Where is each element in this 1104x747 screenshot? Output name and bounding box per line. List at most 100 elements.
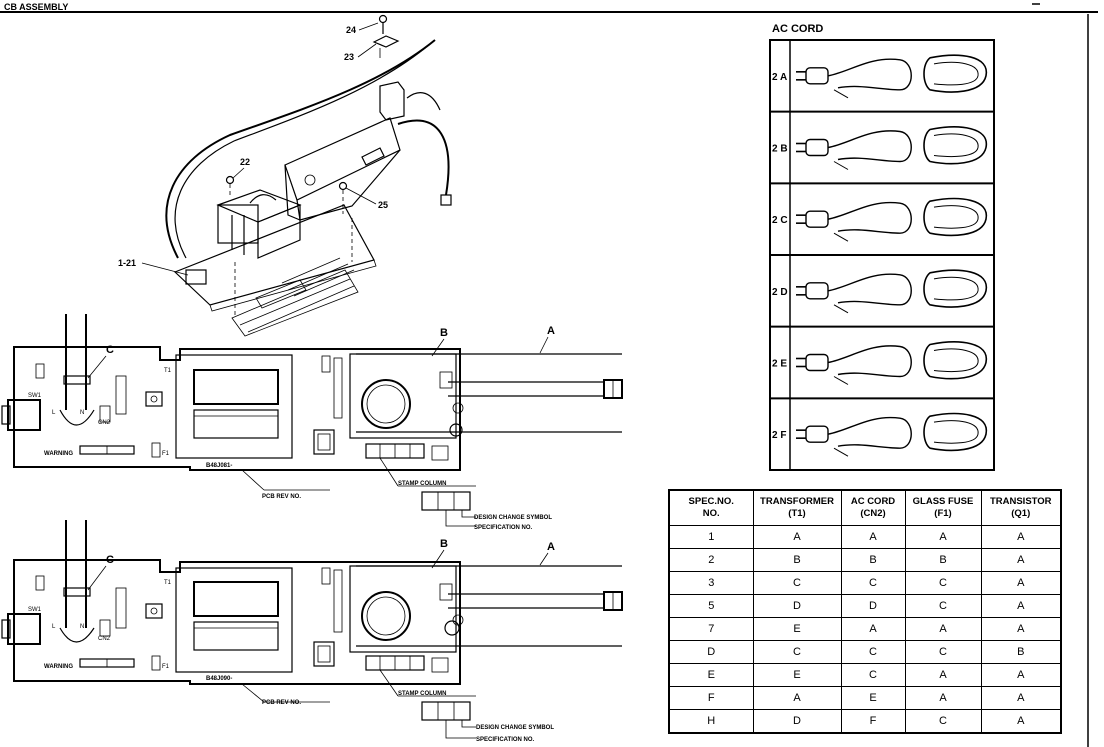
- table-cell: C: [840, 640, 906, 664]
- svg-text:1-21: 1-21: [118, 258, 136, 268]
- plug-icon: [805, 138, 829, 157]
- svg-text:SPECIFICATION NO.: SPECIFICATION NO.: [476, 737, 535, 743]
- table-cell: 1: [668, 525, 754, 549]
- svg-text:PCB REV NO.: PCB REV NO.: [262, 494, 301, 500]
- page-title: CB ASSEMBLY: [4, 2, 68, 12]
- svg-text:CN2: CN2: [98, 420, 111, 426]
- plug-icon: [805, 282, 829, 300]
- svg-text:CN2: CN2: [98, 636, 111, 642]
- ac-cord-label: 2 F: [772, 430, 786, 441]
- svg-text:DESIGN CHANGE SYMBOL: DESIGN CHANGE SYMBOL: [474, 515, 552, 521]
- table-cell: B: [980, 640, 1062, 664]
- ac-cord-label: 2 A: [772, 72, 787, 83]
- table-cell: A: [840, 617, 906, 641]
- svg-text:T1: T1: [164, 368, 172, 374]
- svg-text:22: 22: [240, 157, 250, 167]
- spec-table: SPEC.NO.NO. TRANSFORMER(T1) AC CORD(CN2)…: [668, 489, 1062, 734]
- table-cell: A: [904, 686, 982, 710]
- table-cell: B: [840, 548, 906, 572]
- plug-icon: [805, 210, 829, 228]
- ac-cord-row: 2 C: [770, 182, 994, 255]
- ac-cord-row: 2 F: [770, 397, 994, 470]
- table-cell: E: [752, 617, 842, 641]
- table-cell: A: [752, 525, 842, 549]
- table-cell: C: [904, 640, 982, 664]
- ac-cord-title: AC CORD: [772, 23, 823, 35]
- ac-cord-label: 2 C: [772, 215, 788, 226]
- svg-text:B: B: [440, 327, 448, 339]
- table-cell: 2: [668, 548, 754, 572]
- pcb-view-2: SW1 CN2 N L F1 WARNING T1: [1, 520, 623, 743]
- table-cell: A: [980, 548, 1062, 572]
- ac-cord-label: 2 E: [772, 359, 787, 370]
- table-cell: C: [840, 663, 906, 687]
- exploded-view: 24 23 22 25 1-21: [118, 14, 452, 337]
- table-cell: A: [980, 663, 1062, 687]
- svg-text:STAMP COLUMN: STAMP COLUMN: [398, 481, 446, 487]
- table-cell: A: [904, 663, 982, 687]
- table-cell: E: [752, 663, 842, 687]
- svg-text:WARNING: WARNING: [44, 451, 73, 457]
- table-cell: E: [668, 663, 754, 687]
- header-glass-fuse: GLASS FUSE(F1): [904, 489, 982, 526]
- svg-text:C: C: [106, 554, 114, 566]
- svg-text:SW1: SW1: [28, 393, 42, 399]
- svg-text:B: B: [440, 538, 448, 550]
- table-cell: A: [980, 617, 1062, 641]
- table-cell: C: [840, 571, 906, 595]
- table-cell: A: [752, 686, 842, 710]
- plug-icon: [805, 425, 829, 443]
- svg-text:N: N: [80, 624, 84, 630]
- table-cell: A: [980, 571, 1062, 595]
- svg-text:PCB REV NO.: PCB REV NO.: [262, 700, 301, 706]
- cord-coil-icon: [923, 341, 988, 380]
- header-transformer: TRANSFORMER(T1): [752, 489, 842, 526]
- svg-text:WARNING: WARNING: [44, 664, 73, 670]
- svg-text:SPECIFICATION NO.: SPECIFICATION NO.: [474, 525, 533, 531]
- table-cell: F: [668, 686, 754, 710]
- table-cell: D: [668, 640, 754, 664]
- table-cell: A: [840, 525, 906, 549]
- plug-icon: [805, 67, 829, 85]
- table-cell: B: [752, 548, 842, 572]
- svg-text:N: N: [80, 410, 84, 416]
- svg-text:25: 25: [378, 200, 388, 210]
- table-cell: B: [904, 548, 982, 572]
- ac-cord-label: 2 B: [772, 144, 788, 155]
- table-cell: D: [840, 594, 906, 618]
- svg-text:B48J090-: B48J090-: [206, 676, 232, 682]
- table-cell: A: [904, 525, 982, 549]
- table-cell: C: [904, 709, 982, 734]
- table-cell: 7: [668, 617, 754, 641]
- ac-cord-row: 2 E: [770, 325, 994, 399]
- header-transistor: TRANSISTOR(Q1): [980, 489, 1062, 526]
- svg-text:L: L: [52, 624, 56, 630]
- table-cell: C: [904, 571, 982, 595]
- table-cell: A: [980, 686, 1062, 710]
- cord-coil-icon: [923, 197, 988, 237]
- ac-cord-label: 2 D: [772, 287, 788, 298]
- pcb-view-1: SW1 CN2 N L F1 WARNING T1: [1, 314, 623, 531]
- svg-text:L: L: [52, 410, 56, 416]
- cord-coil-icon: [923, 269, 988, 308]
- ac-cord-row: 2 A: [772, 40, 988, 112]
- svg-text:A: A: [547, 541, 555, 553]
- svg-text:T1: T1: [164, 580, 172, 586]
- svg-text:B48J081-: B48J081-: [206, 463, 232, 469]
- table-cell: E: [840, 686, 906, 710]
- table-cell: F: [840, 709, 906, 734]
- table-cell: A: [980, 525, 1062, 549]
- table-cell: 3: [668, 571, 754, 595]
- table-cell: C: [904, 594, 982, 618]
- spec-table-header: SPEC.NO.NO. TRANSFORMER(T1) AC CORD(CN2)…: [668, 489, 1062, 526]
- svg-text:SW1: SW1: [28, 607, 42, 613]
- ac-cord-row: 2 B: [770, 110, 994, 184]
